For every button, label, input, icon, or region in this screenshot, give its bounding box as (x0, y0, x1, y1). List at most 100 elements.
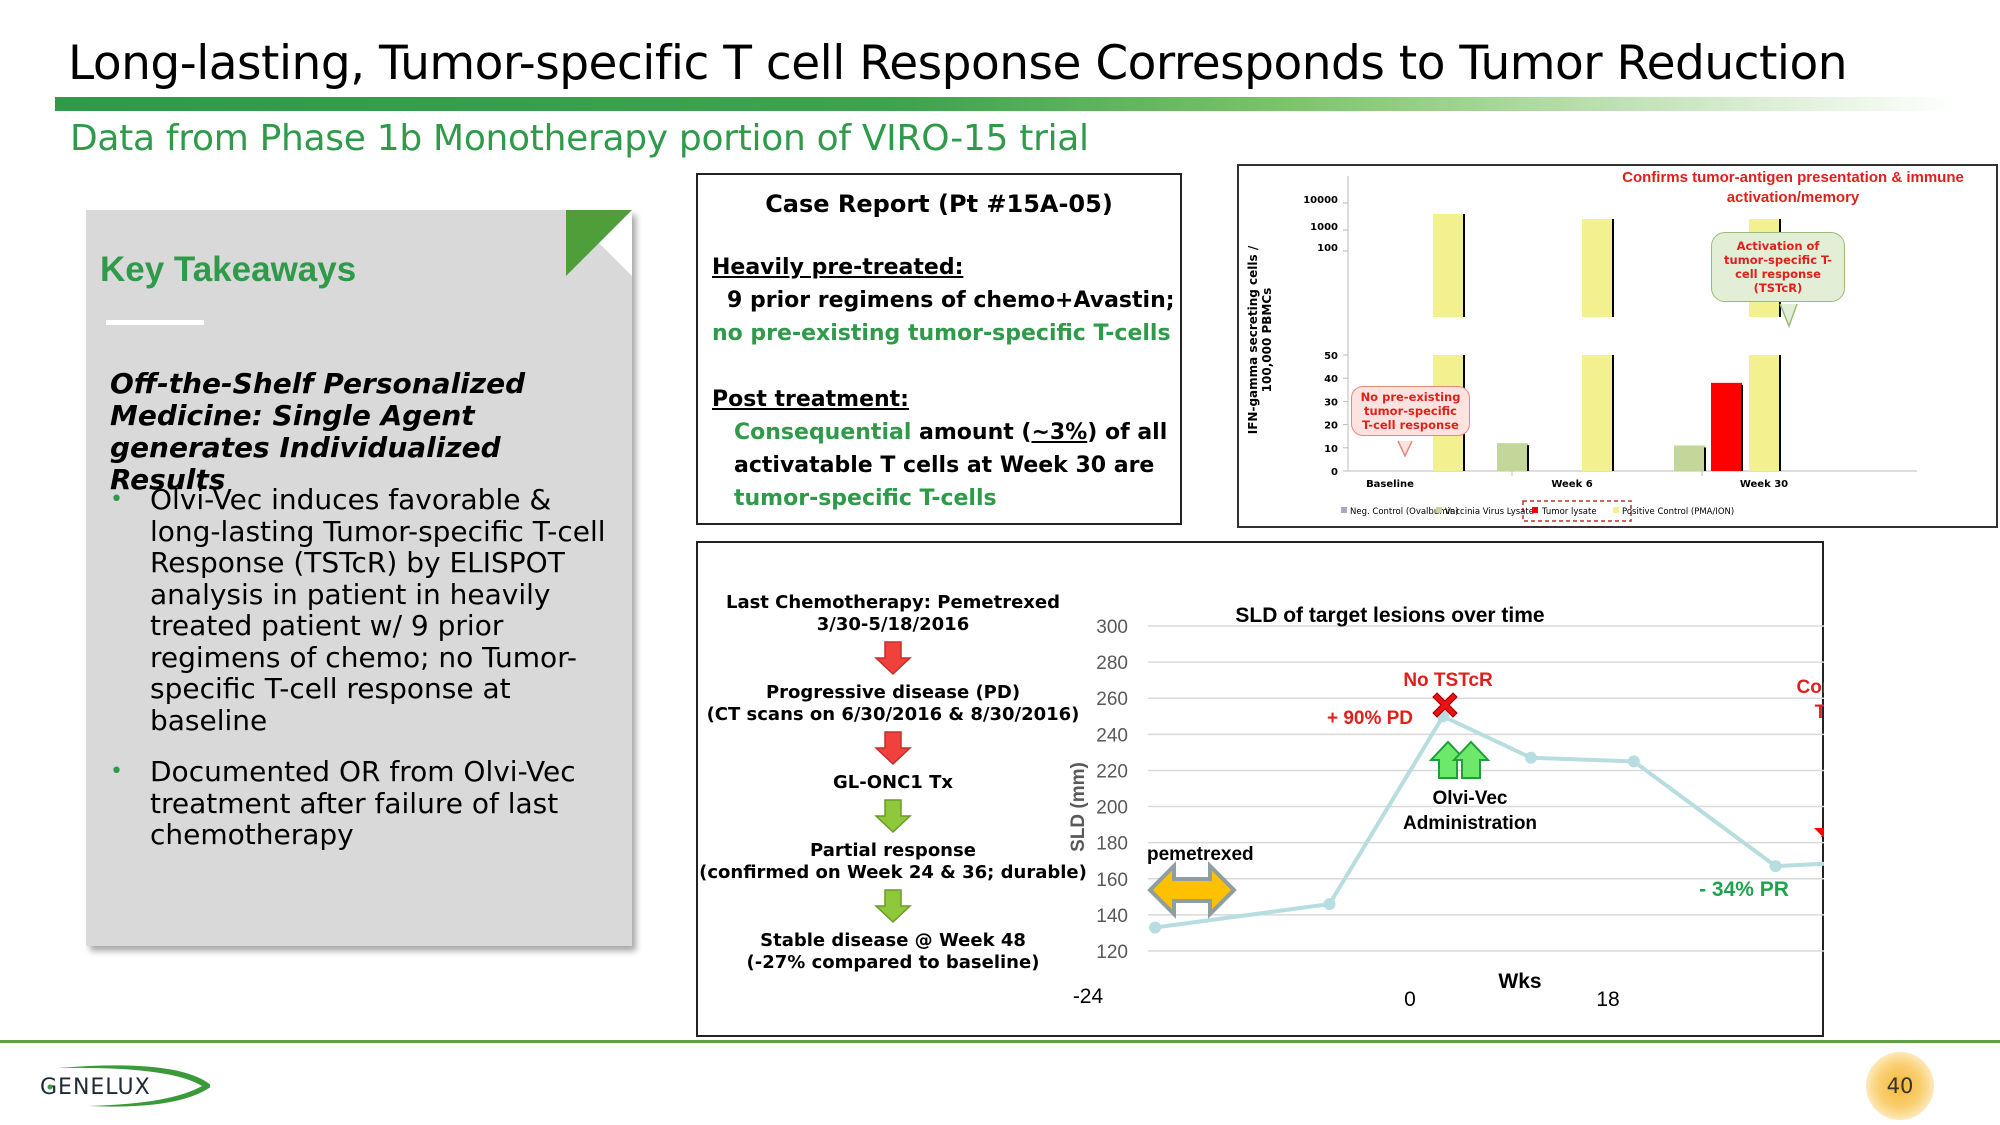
percent-text: ~3% (1031, 420, 1088, 445)
bar-shadow (1779, 355, 1781, 471)
bullet-icon: • (110, 487, 123, 512)
bullet-text: Olvi-Vec induces favorable & long-lastin… (150, 483, 606, 737)
annotation-no-tstcr: No TSTcR (1403, 670, 1493, 691)
amount-text: amount ( (911, 420, 1032, 445)
x-tick-label: 18 (1596, 988, 1619, 1011)
bar-shadow (1463, 214, 1465, 317)
bullet-text: Documented OR from Olvi-Vec treatment af… (150, 755, 576, 851)
red-x-icon (1432, 692, 1458, 718)
y-tick-label: 10 (1324, 444, 1338, 455)
bar (1749, 355, 1780, 471)
y-tick-label: 1000 (1310, 222, 1338, 233)
annotation-confirmed: Confirmed (1797, 677, 1825, 698)
y-tick-label: 260 (1096, 689, 1128, 710)
slide-title: Long-lasting, Tumor-specific T cell Resp… (68, 36, 1848, 91)
callout-activation-tstcr: Activation of tumor-specific T-cell resp… (1711, 232, 1845, 302)
x-tick-label: Week 30 (1740, 479, 1788, 490)
case-report-box (696, 173, 1182, 525)
data-point (1323, 898, 1336, 911)
y-tick-label: 160 (1096, 870, 1128, 891)
elispot-chart-box (1237, 164, 1998, 528)
x-tick-label: -24 (1073, 985, 1104, 1008)
annotation-administration: Administration (1403, 813, 1537, 834)
y-tick-label: 40 (1324, 374, 1338, 385)
y-tick-label: 10000 (1303, 195, 1338, 206)
case-line-tumor-specific: tumor-specific T-cells (734, 486, 997, 511)
y-tick-label: 300 (1096, 617, 1128, 638)
legend-swatch (1341, 507, 1347, 513)
page-number: 40 (1886, 1074, 1914, 1098)
legend-label: Positive Control (PMA/ION) (1622, 507, 1734, 517)
callout-tail (1397, 440, 1413, 458)
y-axis-label: SLD (mm) (1068, 762, 1089, 852)
callout-tail (1779, 303, 1798, 329)
bar-shadow (1704, 447, 1706, 471)
key-takeaways-panel (86, 210, 632, 946)
key-takeaways-list: • Olvi-Vec induces favorable & long-lasti… (110, 484, 620, 871)
y-tick-label: 220 (1096, 761, 1128, 782)
legend-label: Tumor lysate (1541, 507, 1597, 517)
list-item: • Olvi-Vec induces favorable & long-lasti… (110, 484, 620, 736)
flow-step-detail: (CT scans on 6/30/2016 & 8/30/2016) (706, 704, 1080, 725)
bar (1582, 355, 1613, 471)
bar-shadow (1741, 384, 1743, 471)
case-line-consequential: Consequential amount (~3%) of all (734, 420, 1167, 445)
legend-swatch (1532, 507, 1538, 513)
y-tick-label: 30 (1324, 397, 1338, 408)
annotation-pemetrexed: pemetrexed (1147, 844, 1254, 865)
data-point (1769, 860, 1782, 873)
y-tick-label: 240 (1096, 725, 1128, 746)
flow-step-title: Progressive disease (PD) (765, 682, 1021, 703)
case-heading-post-treatment: Post treatment: (712, 387, 909, 412)
flow-step: Progressive disease (PD)(CT scans on 6/3… (693, 682, 1093, 726)
genelux-logo: GENELUX (40, 1065, 210, 1107)
arrow-shape (874, 641, 912, 676)
flow-step-title: Stable disease @ Week 48 (760, 930, 1026, 951)
red-down-arrow-icon (1814, 828, 1824, 839)
x-tick-label: Week 6 (1551, 479, 1592, 490)
bar-shadow (1527, 445, 1529, 471)
arrow-shape (874, 731, 912, 766)
y-tick-label: 200 (1096, 798, 1128, 819)
bar (1497, 443, 1528, 471)
case-heading-pretreated: Heavily pre-treated: (712, 255, 964, 280)
annotation-tstcr: TSTcR (1815, 702, 1824, 723)
y-tick-label: 100 (1317, 243, 1338, 254)
x-axis-label: Wks (1498, 970, 1541, 993)
timeline-panel (696, 541, 1824, 1037)
bar-shadow (1612, 219, 1614, 317)
arrow-shape (874, 799, 912, 834)
green-up-arrows-icon (1428, 740, 1491, 779)
flow-step-title: Last Chemotherapy: Pemetrexed (725, 592, 1061, 613)
key-takeaways-subheading: Off-the-Shelf Personalized Medicine: Sin… (110, 367, 526, 496)
y-tick-label: 140 (1096, 906, 1128, 927)
y-tick-label: 0 (1331, 467, 1338, 478)
title-divider (106, 320, 204, 325)
bar (1433, 214, 1464, 317)
flow-step-title: Partial response (810, 840, 976, 861)
list-item: • Documented OR from Olvi-Vec treatment a… (110, 756, 620, 851)
red-down-arrow-icon (874, 641, 912, 676)
case-line-activatable: activatable T cells at Week 30 are (734, 453, 1155, 478)
y-tick-label: 120 (1096, 942, 1128, 963)
bullet-icon: • (110, 759, 123, 784)
flow-step: Stable disease @ Week 48(-27% compared t… (693, 930, 1093, 974)
y-tick-label: 20 (1324, 421, 1338, 432)
bar (1711, 382, 1742, 471)
flow-step-detail: 3/30-5/18/2016 (816, 614, 970, 635)
bar (1674, 445, 1705, 471)
double-arrow-icon (1147, 861, 1237, 919)
annotation-olvi-vec: Olvi-Vec (1433, 788, 1508, 809)
bar (1582, 219, 1613, 317)
data-point (1627, 755, 1640, 768)
chart-title: SLD of target lesions over time (1235, 604, 1544, 627)
arrow-shape (874, 889, 912, 924)
consequential-text: Consequential (734, 420, 912, 445)
callout-no-preexisting: No pre-existing tumor-specific T-cell re… (1351, 386, 1470, 436)
flow-step-detail: (-27% compared to baseline) (746, 952, 1040, 973)
x-tick-label: 0 (1404, 988, 1416, 1011)
flow-step: Partial response(confirmed on Week 24 & … (693, 840, 1093, 884)
title-underline-bar (55, 97, 1955, 111)
elispot-chart-title: Confirms tumor-antigen presentation & im… (1622, 169, 1964, 206)
